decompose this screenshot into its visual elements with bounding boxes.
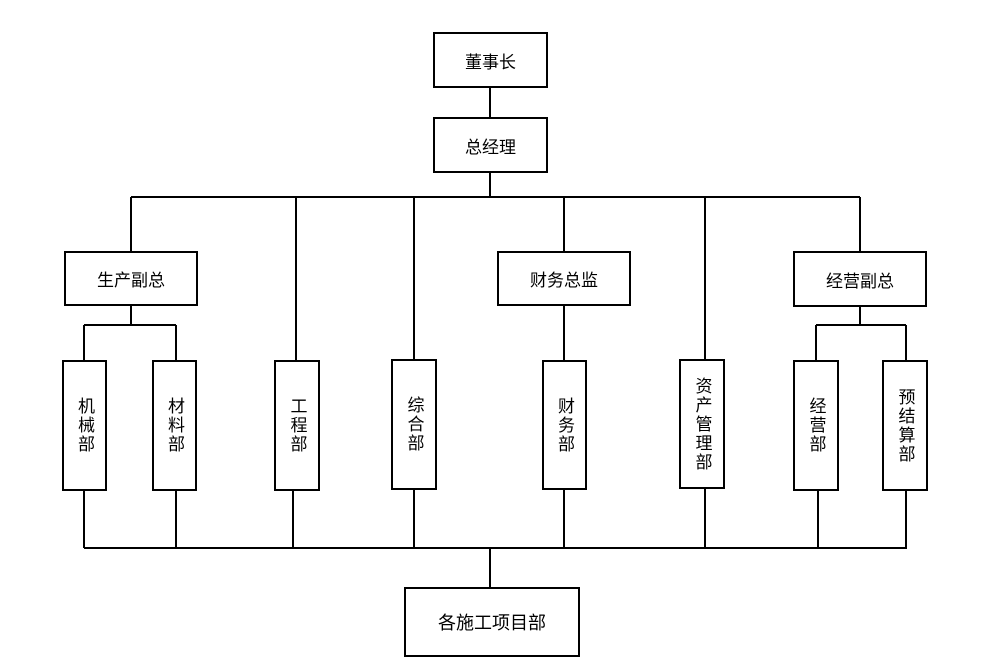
business-vp-box: 经营副总 [793, 251, 927, 307]
asset-mgmt-dept-box: 资产管理部 [679, 359, 725, 489]
general-manager-box: 总经理 [433, 117, 548, 173]
engineering-dept-box: 工程部 [274, 360, 320, 491]
general-affairs-dept-box: 综合部 [391, 359, 437, 490]
budget-dept-box: 预结算部 [882, 360, 928, 491]
machinery-dept-box: 机械部 [62, 360, 107, 491]
chairman-box: 董事长 [433, 32, 548, 88]
production-vp-box: 生产副总 [64, 251, 198, 306]
business-dept-box: 经营部 [793, 360, 839, 491]
finance-director-box: 财务总监 [497, 251, 631, 306]
finance-dept-box: 财务部 [542, 360, 587, 490]
project-depts-box: 各施工项目部 [404, 587, 580, 657]
materials-dept-box: 材料部 [152, 360, 197, 491]
